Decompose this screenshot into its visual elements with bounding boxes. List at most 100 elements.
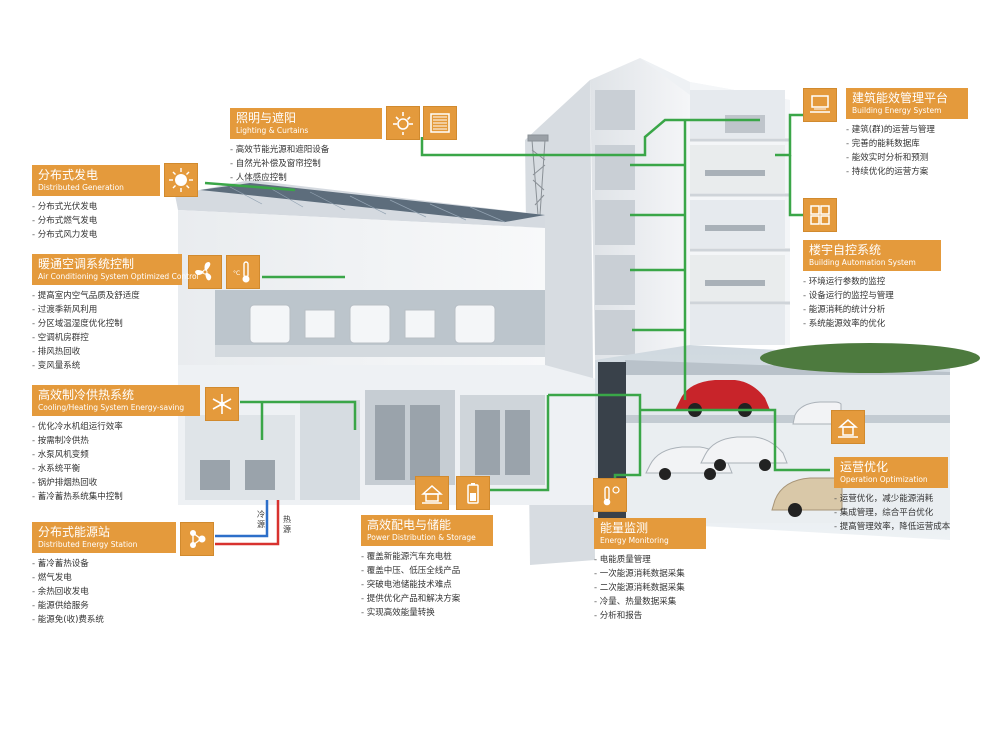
list-item: 分布式风力发电 [32,228,160,242]
list-item: 分布式光伏发电 [32,200,160,214]
list-item: 高效节能光源和遮阳设备 [230,143,382,157]
hot-source-label: 热源 [283,515,291,534]
list-item: 实现高效能量转换 [361,606,493,620]
distributed-gen-title-box: 分布式发电 Distributed Generation [32,165,160,196]
list-item: 集成管理，综合平台优化 [834,506,950,520]
list-item: 按需制冷供热 [32,434,200,448]
panel-energy-station: 分布式能源站 Distributed Energy Station 蓄冷蓄热设备… [32,522,176,627]
hvac-items: 提高室内空气品质及舒适度 过渡季新风利用 分区域温湿度优化控制 空调机房群控 排… [32,289,182,373]
list-item: 燃气发电 [32,571,176,585]
panel-distributed-generation: 分布式发电 Distributed Generation 分布式光伏发电 分布式… [32,165,160,242]
energy-station-title-cn: 分布式能源站 [38,525,111,539]
building-platform-title-box: 建筑能效管理平台 Building Energy System [846,88,968,119]
list-item: 电能质量管理 [594,553,706,567]
energy-station-title-box: 分布式能源站 Distributed Energy Station [32,522,176,553]
tower-floors [595,90,790,355]
list-item: 人体感应控制 [230,171,382,185]
list-item: 一次能源消耗数据采集 [594,567,706,581]
panel-cooling-heating: 高效制冷供热系统 Cooling/Heating System Energy-s… [32,385,200,504]
list-item: 提供优化产品和解决方案 [361,592,493,606]
list-item: 设备运行的监控与管理 [803,289,941,303]
cooling-heating-items: 优化冷水机组运行效率 按需制冷供热 水泵风机变频 水系统平衡 锅炉排烟热回收 蓄… [32,420,200,504]
operation-items: 运营优化，减少能源消耗 集成管理，综合平台优化 提高管理效率，降低运营成本 [834,492,951,534]
hvac-title-en: Air Conditioning System Optimized Contro… [38,272,199,281]
lighting-title-en: Lighting & Curtains [236,126,309,135]
automation-title-box: 楼宇自控系统 Building Automation System [803,240,941,271]
list-item: 能源消耗的统计分析 [803,303,941,317]
operation-title-cn: 运营优化 [840,460,889,474]
network-icon [180,522,214,556]
list-item: 提高管理效率，降低运营成本 [834,520,951,534]
list-item: 过渡季新风利用 [32,303,182,317]
list-item: 蓄冷蓄热设备 [32,557,176,571]
lighting-title-cn: 照明与遮阳 [236,111,297,125]
list-item: 完善的能耗数据库 [846,137,968,151]
power-storage-title-box: 高效配电与储能 Power Distribution & Storage [361,515,493,546]
grid-icon [803,198,837,232]
list-item: 能效实时分析和预测 [846,151,968,165]
list-item: 自然光补偿及窗帘控制 [230,157,382,171]
operation-title-en: Operation Optimization [840,475,928,484]
hvac-title-box: 暖通空调系统控制 Air Conditioning System Optimiz… [32,254,199,285]
fan-icon [188,255,222,289]
list-item: 持续优化的运营方案 [846,165,968,179]
list-item: 排风热回收 [32,345,182,359]
list-item: 水系统平衡 [32,462,200,476]
power-storage-title-en: Power Distribution & Storage [367,533,476,542]
computer-icon [803,88,837,122]
thermometer-icon: °C [226,255,260,289]
panel-power-storage: 高效配电与储能 Power Distribution & Storage 覆盖新… [361,515,493,620]
list-item: 覆盖中压、低压全线产品 [361,564,493,578]
list-item: 锅炉排烟热回收 [32,476,200,490]
svg-text:°C: °C [233,270,240,277]
energy-monitoring-items: 电能质量管理 一次能源消耗数据采集 二次能源消耗数据采集 冷量、热量数据采集 分… [594,553,706,623]
energy-monitoring-title-cn: 能量监测 [600,521,649,535]
list-item: 环境运行参数的监控 [803,275,941,289]
energy-station-items: 蓄冷蓄热设备 燃气发电 余热回收发电 能源供给服务 能源免(收)费系统 [32,557,176,627]
cooling-units [249,304,496,344]
cooling-heating-title-box: 高效制冷供热系统 Cooling/Heating System Energy-s… [32,385,200,416]
lighting-title-box: 照明与遮阳 Lighting & Curtains [230,108,382,139]
distributed-gen-title-cn: 分布式发电 [38,168,99,182]
list-item: 能源供给服务 [32,599,176,613]
building-platform-items: 建筑(群)的运营与管理 完善的能耗数据库 能效实时分析和预测 持续优化的运营方案 [846,123,968,179]
list-item: 建筑(群)的运营与管理 [846,123,968,137]
list-item: 二次能源消耗数据采集 [594,581,706,595]
list-item: 蓄冷蓄热系统集中控制 [32,490,200,504]
list-item: 能源免(收)费系统 [32,613,176,627]
building-platform-title-en: Building Energy System [852,106,942,115]
list-item: 提高室内空气品质及舒适度 [32,289,182,303]
energy-monitoring-title-box: 能量监测 Energy Monitoring [594,518,706,549]
list-item: 分布式燃气发电 [32,214,160,228]
cooling-heating-title-en: Cooling/Heating System Energy-saving [38,403,185,412]
green-roof [760,343,980,373]
house-chart-icon [831,410,865,444]
thermo-sun-icon [593,478,627,512]
list-item: 余热回收发电 [32,585,176,599]
curtain-icon [423,106,457,140]
list-item: 空调机房群控 [32,331,182,345]
panel-energy-monitoring: 能量监测 Energy Monitoring 电能质量管理 一次能源消耗数据采集… [594,518,706,623]
list-item: 覆盖新能源汽车充电桩 [361,550,493,564]
cold-source-label: 冷源 [257,510,265,529]
list-item: 分析和报告 [594,609,706,623]
distributed-gen-items: 分布式光伏发电 分布式燃气发电 分布式风力发电 [32,200,160,242]
snowflake-icon [205,387,239,421]
list-item: 系统能源效率的优化 [803,317,941,331]
automation-title-cn: 楼宇自控系统 [809,243,882,257]
power-storage-items: 覆盖新能源汽车充电桩 覆盖中压、低压全线产品 突破电池储能技术难点 提供优化产品… [361,550,493,620]
operation-title-box: 运营优化 Operation Optimization [834,457,948,488]
distributed-gen-title-en: Distributed Generation [38,183,124,192]
energy-monitoring-title-en: Energy Monitoring [600,536,669,545]
cooling-heating-title-cn: 高效制冷供热系统 [38,388,135,402]
cars [645,380,843,517]
energy-pipes [215,500,280,546]
list-item: 运营优化，减少能源消耗 [834,492,950,506]
list-item: 变风量系统 [32,359,182,373]
panel-building-platform: 建筑能效管理平台 Building Energy System 建筑(群)的运营… [846,88,968,179]
panel-lighting: 照明与遮阳 Lighting & Curtains 高效节能光源和遮阳设备 自然… [230,108,382,185]
solar-house-icon [415,476,449,510]
list-item: 分区域温湿度优化控制 [32,317,182,331]
list-item: 水泵风机变频 [32,448,200,462]
